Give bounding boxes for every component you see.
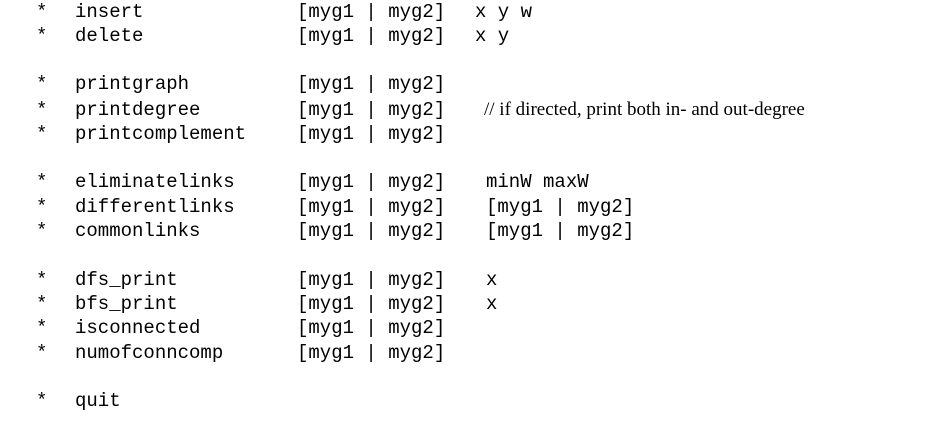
command-name: printdegree bbox=[75, 99, 201, 121]
command-row-printdegree: * printdegree [myg1 | myg2] // if direct… bbox=[0, 98, 928, 122]
bullet: * bbox=[36, 269, 48, 291]
command-extra-args: [myg1 | myg2] bbox=[486, 220, 635, 242]
command-name: isconnected bbox=[75, 317, 201, 339]
bullet: * bbox=[36, 342, 48, 364]
command-args: [myg1 | myg2] bbox=[297, 317, 446, 339]
command-extra-args: x y w bbox=[475, 1, 533, 23]
command-extra-args: minW maxW bbox=[486, 171, 589, 193]
command-args: [myg1 | myg2] bbox=[297, 99, 446, 121]
command-name: quit bbox=[75, 390, 121, 412]
bullet: * bbox=[36, 123, 48, 145]
command-name: bfs_print bbox=[75, 293, 178, 315]
command-name: insert bbox=[75, 1, 144, 23]
command-name: printgraph bbox=[75, 73, 190, 95]
command-row-insert: * insert [myg1 | myg2] x y w bbox=[0, 0, 928, 24]
command-row-numofconncomp: * numofconncomp [myg1 | myg2] bbox=[0, 341, 928, 365]
command-row-printcomplement: * printcomplement [myg1 | myg2] bbox=[0, 122, 928, 146]
command-row-delete: * delete [myg1 | myg2] x y bbox=[0, 24, 928, 48]
command-name: commonlinks bbox=[75, 220, 201, 242]
command-args: [myg1 | myg2] bbox=[297, 293, 446, 315]
command-row-isconnected: * isconnected [myg1 | myg2] bbox=[0, 316, 928, 340]
command-extra-args: x y bbox=[475, 25, 510, 47]
bullet: * bbox=[36, 99, 48, 121]
command-row-commonlinks: * commonlinks [myg1 | myg2] [myg1 | myg2… bbox=[0, 219, 928, 243]
command-args: [myg1 | myg2] bbox=[297, 196, 446, 218]
command-row-differentlinks: * differentlinks [myg1 | myg2] [myg1 | m… bbox=[0, 195, 928, 219]
command-name: numofconncomp bbox=[75, 342, 224, 364]
command-extra-args: [myg1 | myg2] bbox=[486, 196, 635, 218]
bullet: * bbox=[36, 293, 48, 315]
command-args: [myg1 | myg2] bbox=[297, 73, 446, 95]
command-name: dfs_print bbox=[75, 269, 178, 291]
bullet: * bbox=[36, 1, 48, 23]
bullet: * bbox=[36, 171, 48, 193]
command-row-eliminatelinks: * eliminatelinks [myg1 | myg2] minW maxW bbox=[0, 170, 928, 194]
command-args: [myg1 | myg2] bbox=[297, 220, 446, 242]
command-comment: // if directed, print both in- and out-d… bbox=[484, 99, 805, 120]
command-row-bfs-print: * bfs_print [myg1 | myg2] x bbox=[0, 292, 928, 316]
command-name: differentlinks bbox=[75, 196, 235, 218]
bullet: * bbox=[36, 317, 48, 339]
command-name: eliminatelinks bbox=[75, 171, 235, 193]
command-name: printcomplement bbox=[75, 123, 247, 145]
bullet: * bbox=[36, 73, 48, 95]
command-args: [myg1 | myg2] bbox=[297, 1, 446, 23]
command-extra-args: x bbox=[486, 269, 498, 291]
bullet: * bbox=[36, 220, 48, 242]
command-args: [myg1 | myg2] bbox=[297, 171, 446, 193]
command-row-printgraph: * printgraph [myg1 | myg2] bbox=[0, 72, 928, 96]
command-name: delete bbox=[75, 25, 144, 47]
command-args: [myg1 | myg2] bbox=[297, 123, 446, 145]
command-args: [myg1 | myg2] bbox=[297, 25, 446, 47]
command-row-quit: * quit bbox=[0, 389, 928, 413]
bullet: * bbox=[36, 390, 48, 412]
command-args: [myg1 | myg2] bbox=[297, 269, 446, 291]
bullet: * bbox=[36, 196, 48, 218]
command-row-dfs-print: * dfs_print [myg1 | myg2] x bbox=[0, 268, 928, 292]
command-extra-args: x bbox=[486, 293, 498, 315]
command-args: [myg1 | myg2] bbox=[297, 342, 446, 364]
bullet: * bbox=[36, 25, 48, 47]
